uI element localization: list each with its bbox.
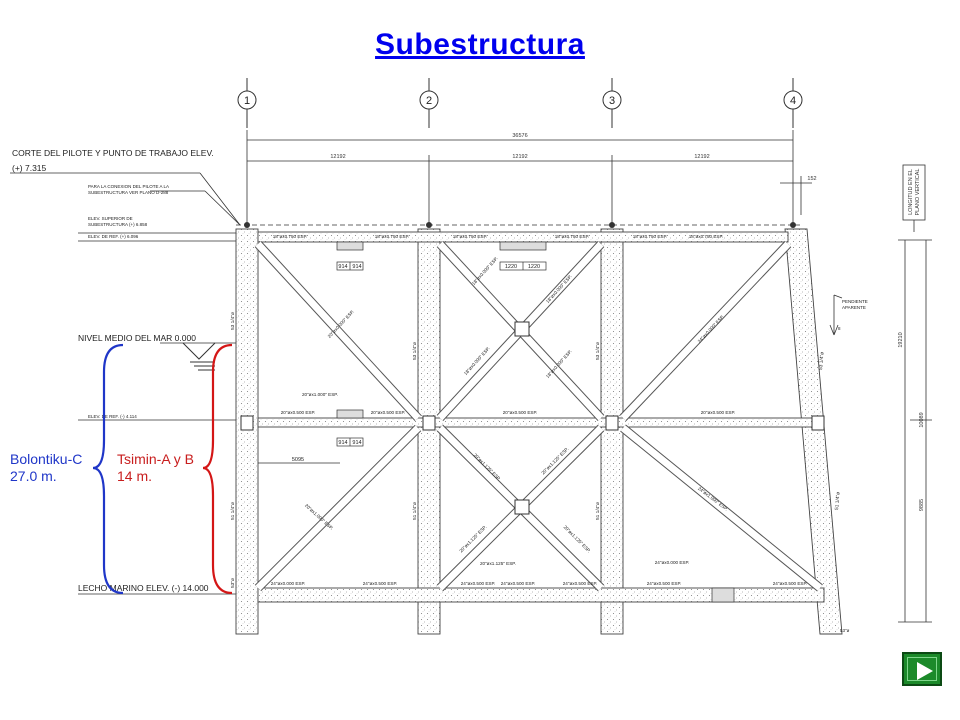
- dim-height-total: 19210: [898, 332, 904, 347]
- leg-4-upper-label: 53 1/4"ø: [818, 352, 826, 370]
- member-top-4: 18"øx0.750 ESP.: [555, 234, 590, 239]
- note-sea-level: NIVEL MEDIO DEL MAR 0.000: [78, 333, 196, 343]
- dim-bay-3: 12192: [694, 154, 709, 160]
- legs: [235, 228, 843, 635]
- dim-bay-1: 12192: [330, 154, 345, 160]
- dim-bay-2: 12192: [512, 154, 527, 160]
- note-slope-1: PENDIENTE: [842, 299, 868, 304]
- detail-a-1: 914: [338, 264, 347, 270]
- leg-axis-1: [235, 228, 259, 635]
- member-mid-2: 20"øx0.500 ESP.: [281, 410, 316, 415]
- tsimin-label: Tsimin-A y B 14 m.: [117, 451, 194, 485]
- leg-1-upper-label: 53 1/4"ø: [230, 312, 236, 330]
- member-top-2: 18"øx0.750 ESP.: [375, 234, 410, 239]
- member-mid-5: 20"øx0.500 ESP.: [701, 410, 736, 415]
- dimension-lines: [246, 130, 932, 623]
- member-low-diag-2e: 20"øx1.125" ESP.: [480, 561, 516, 566]
- bolontiku-brace: [92, 343, 124, 595]
- member-bot-6: 24"øx0.500 ESP.: [647, 581, 682, 586]
- member-diag-2b: 18"øx0.000" ESP.: [545, 274, 573, 304]
- detail-a-2: 914: [352, 264, 361, 270]
- note-elev-sup-2: SUBESTRUCTURA (+) 6.858: [88, 222, 148, 227]
- length-note-2: PLANO VERTICAL: [915, 169, 921, 216]
- member-bot-3: 24"øx0.500 ESP.: [461, 581, 496, 586]
- note-connection-1: PARA LA CONEXION DEL PILOTE A LA: [88, 184, 169, 189]
- member-bot-8: 24"øx0.500 ESP.: [773, 581, 808, 586]
- dim-height-upper: 10089: [919, 412, 925, 427]
- member-low-diag-3: 24"øx1.000" ESP.: [697, 486, 729, 512]
- note-elev-ref-top: ELEV. DE REF. (+) 6.096: [88, 234, 139, 239]
- member-bot-5: 24"øx0.500 ESP.: [563, 581, 598, 586]
- page-title: Subestructura: [375, 28, 585, 61]
- tsimin-name: Tsimin-A y B: [117, 451, 195, 467]
- member-top-5: 18"øx0.750 ESP.: [633, 234, 668, 239]
- member-top-3: 18"øx0.750 ESP.: [453, 234, 488, 239]
- leg-base-label: 53"ø: [840, 628, 850, 633]
- mid-horizontal: [257, 417, 819, 428]
- panel-1-dim: 5095: [292, 457, 304, 463]
- note-pile-cut-value: (+) 7.315: [12, 163, 47, 173]
- member-bot-1: 24"øx0.000 ESP.: [271, 581, 306, 586]
- tsimin-brace: [202, 343, 233, 595]
- detail-boxes: [258, 241, 735, 603]
- sea-level-symbol: [182, 342, 216, 371]
- dim-height-lower: 9885: [919, 499, 925, 511]
- member-top-6: 18"øx0.750 ESP.: [689, 234, 724, 239]
- note-elev-ref-mid: ELEV. DE REF. (-) 4.114: [88, 414, 137, 419]
- axis-1-label: 1: [244, 95, 250, 107]
- next-slide-button[interactable]: [902, 652, 942, 686]
- connection-nodes: [240, 222, 825, 515]
- note-slope-value: 8: [838, 326, 841, 331]
- dim-overall: 36576: [512, 133, 527, 139]
- member-bot-2: 24"øx0.500 ESP.: [363, 581, 398, 586]
- detail-b-2: 1220: [528, 264, 540, 270]
- member-bot-4: 24"øx0.500 ESP.: [501, 581, 536, 586]
- note-seabed: LECHO MARINO ELEV. (-) 14.000: [78, 583, 209, 593]
- leg-2-lower-label: 51 1/4"ø: [412, 502, 418, 520]
- note-slope-2: APARENTE: [842, 305, 866, 310]
- tsimin-depth: 14 m.: [117, 468, 153, 484]
- note-elev-sup-1: ELEV. SUPERIOR DE: [88, 216, 133, 221]
- leg-1-lower-label: 51 1/4"ø: [230, 502, 236, 520]
- grid-axes: [237, 78, 803, 128]
- leg-axis-4: [784, 228, 843, 635]
- detail-c-1: 914: [338, 440, 347, 446]
- member-diag-2a: 18"øx0.000" ESP.: [471, 256, 499, 286]
- leg-2-upper-label: 53 1/4"ø: [412, 342, 418, 360]
- dim-offset: 152: [807, 176, 816, 182]
- axis-3-label: 3: [609, 95, 615, 107]
- member-mid-1: 20"øx1.000" ESP.: [302, 392, 338, 397]
- bolontiku-depth: 27.0 m.: [10, 468, 57, 484]
- detail-b-1: 1220: [505, 264, 517, 270]
- member-top-1: 18"øx0.750 ESP.: [273, 234, 308, 239]
- member-bot-7: 24"øx0.000 ESP.: [655, 560, 690, 565]
- member-mid-4: 20"øx0.500 ESP.: [503, 410, 538, 415]
- leg-4-lower-label: 51 1/4"ø: [834, 492, 842, 510]
- leg-3-lower-label: 51 1/4"ø: [595, 502, 601, 520]
- member-mid-3: 20"øx0.500 ESP.: [371, 410, 406, 415]
- detail-c-2: 914: [352, 440, 361, 446]
- axis-2-label: 2: [426, 95, 432, 107]
- leg-3-upper-label: 53 1/4"ø: [595, 342, 601, 360]
- length-note-1: LONGITUD EN EL: [908, 169, 914, 215]
- leg-axis-2: [417, 228, 441, 635]
- leg-1-base-label: 53"ø: [230, 578, 236, 588]
- note-pile-cut: CORTE DEL PILOTE Y PUNTO DE TRABAJO ELEV…: [12, 148, 214, 158]
- leg-axis-3: [600, 228, 624, 635]
- note-connection-2: SUBESTRUCTURA VER PLANO D-288: [88, 190, 169, 195]
- axis-4-label: 4: [790, 95, 796, 107]
- slope-indicator: [829, 294, 843, 336]
- bottom-horizontal: [257, 587, 825, 603]
- play-next-icon: [917, 662, 933, 680]
- level-lines: [10, 172, 800, 595]
- member-diag-3: 24"øx0.000" ESP.: [697, 314, 725, 344]
- bolontiku-name: Bolontiku-C: [10, 451, 83, 467]
- bolontiku-label: Bolontiku-C 27.0 m.: [10, 451, 82, 485]
